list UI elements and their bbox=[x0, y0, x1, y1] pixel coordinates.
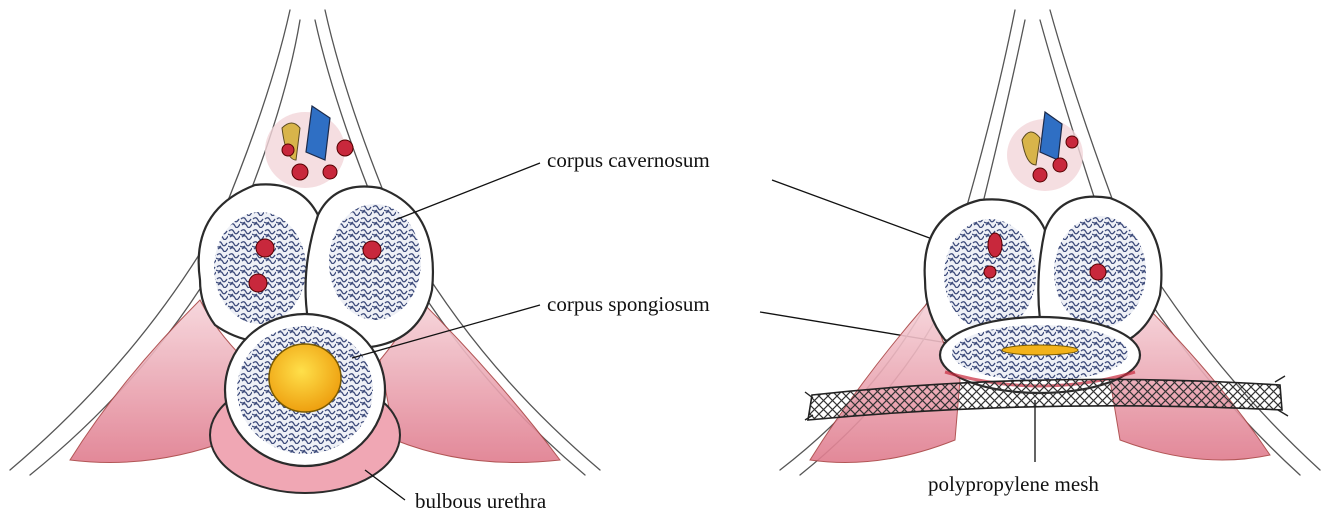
label-corpus-cavernosum: corpus cavernosum bbox=[547, 148, 710, 172]
left-corpus-spongiosum bbox=[225, 314, 385, 466]
right-panel: polypropylene mesh bbox=[760, 10, 1320, 496]
left-panel: corpus cavernosum corpus spongiosum bulb… bbox=[10, 10, 710, 513]
right-urethral-lumen-compressed bbox=[1002, 345, 1078, 355]
label-polypropylene-mesh: polypropylene mesh bbox=[928, 472, 1099, 496]
label-bulbous-urethra: bulbous urethra bbox=[415, 489, 547, 513]
right-dorsal-neurovascular-bundle bbox=[1007, 112, 1083, 191]
left-urethral-lumen bbox=[269, 344, 341, 412]
label-corpus-spongiosum: corpus spongiosum bbox=[547, 292, 710, 316]
left-dorsal-neurovascular-bundle bbox=[265, 106, 353, 188]
